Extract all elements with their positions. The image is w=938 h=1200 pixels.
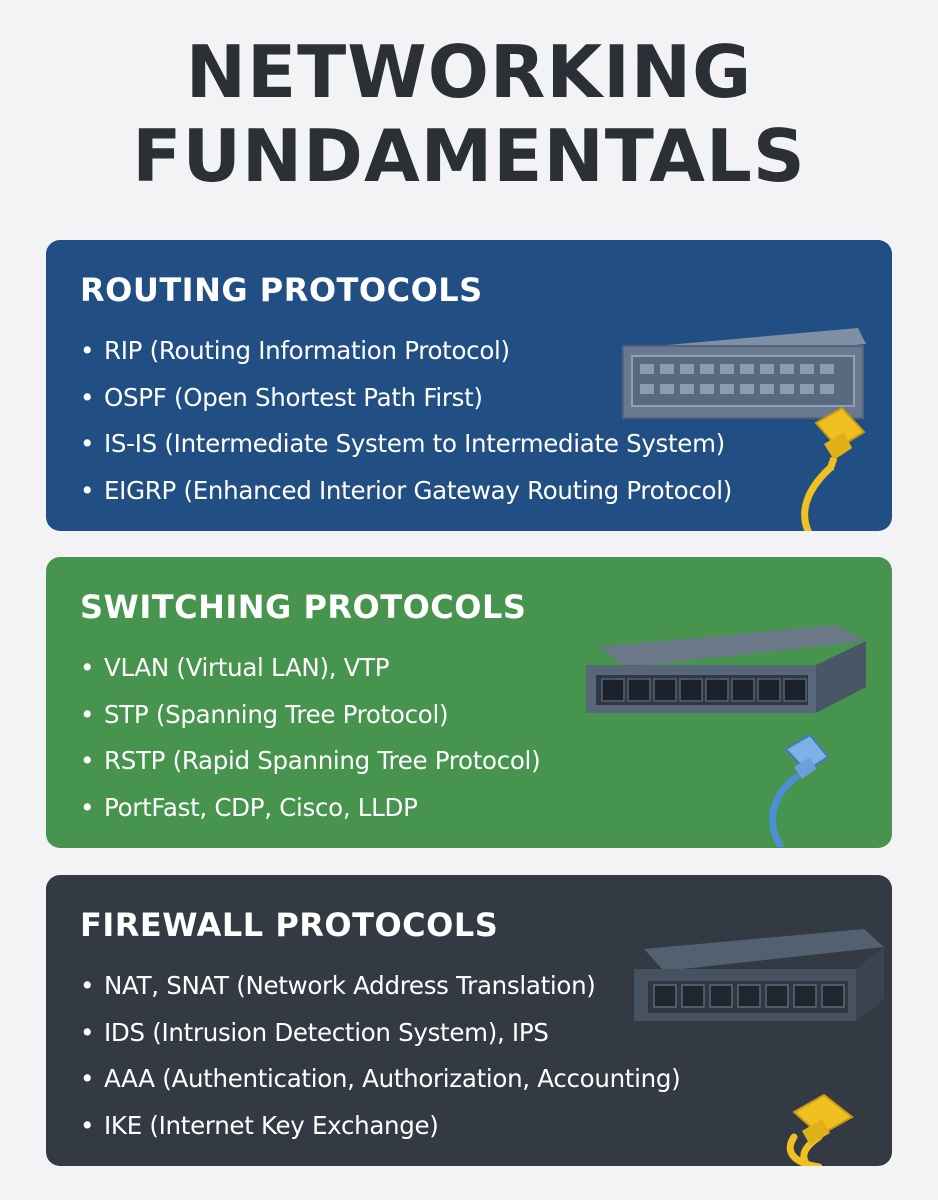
list-item-text: NAT, SNAT (Network Address Translation)	[104, 971, 596, 1000]
bullet-icon: •	[80, 1110, 95, 1140]
list-item: • RSTP (Rapid Spanning Tree Protocol)	[80, 738, 541, 785]
list-item-text: STP (Spanning Tree Protocol)	[104, 699, 449, 729]
card-heading: SWITCHING PROTOCOLS	[80, 588, 527, 626]
list-item: • PortFast, CDP, Cisco, LLDP	[80, 785, 540, 832]
bullet-icon: •	[80, 475, 95, 505]
protocol-list: • NAT, SNAT (Network Address Translation)…	[80, 963, 681, 1150]
list-item: • STP (Spanning Tree Protocol)	[80, 692, 540, 739]
protocol-list: • VLAN (Virtual LAN), VTP • STP (Spanning …	[80, 645, 541, 832]
page-title: NETWORKING FUNDAMENTALS	[0, 30, 938, 198]
network-switch-icon	[576, 617, 886, 847]
bullet-icon: •	[80, 792, 95, 822]
list-item-text: IKE (Internet Key Exchange)	[104, 1110, 439, 1140]
list-item-text: IDS (Intrusion Detection System), IPS	[104, 1017, 549, 1047]
list-item-text: RSTP (Rapid Spanning Tree Protocol)	[104, 746, 541, 775]
list-item-text: AAA (Authentication, Authorization, Acco…	[104, 1064, 681, 1093]
network-switch-icon	[594, 927, 892, 1166]
bullet-icon: •	[80, 1064, 95, 1093]
switching-protocols-card: SWITCHING PROTOCOLS • VLAN (Virtual LAN),…	[46, 557, 892, 848]
bullet-icon: •	[80, 746, 95, 775]
bullet-icon: •	[80, 699, 95, 729]
list-item: • EIGRP (Enhanced Interior Gateway Routin…	[80, 468, 732, 515]
page-title-line-2: FUNDAMENTALS	[132, 114, 806, 198]
list-item: • RIP (Routing Information Protocol)	[80, 328, 732, 375]
page-title-line-1: NETWORKING	[185, 30, 753, 114]
network-switch-icon	[608, 318, 888, 531]
bullet-icon: •	[80, 971, 95, 1000]
list-item: • NAT, SNAT (Network Address Translation)	[80, 963, 680, 1010]
list-item-text: OSPF (Open Shortest Path First)	[104, 382, 483, 412]
protocol-list: • RIP (Routing Information Protocol) • OSP…	[80, 328, 732, 514]
firewall-protocols-card: FIREWALL PROTOCOLS • NAT, SNAT (Network A…	[46, 875, 892, 1166]
card-heading: ROUTING PROTOCOLS	[80, 271, 483, 309]
list-item-text: EIGRP (Enhanced Interior Gateway Routing…	[104, 475, 732, 505]
list-item-text: VLAN (Virtual LAN), VTP	[104, 653, 390, 682]
bullet-icon: •	[80, 429, 95, 458]
list-item: • IKE (Internet Key Exchange)	[80, 1103, 680, 1150]
list-item: • VLAN (Virtual LAN), VTP	[80, 645, 540, 692]
list-item: • IS-IS (Intermediate System to Intermedi…	[80, 421, 732, 468]
bullet-icon: •	[80, 653, 95, 682]
routing-protocols-card: ROUTING PROTOCOLS • RIP (Routing Informat…	[46, 240, 892, 531]
list-item: • OSPF (Open Shortest Path First)	[80, 375, 732, 422]
bullet-icon: •	[80, 336, 95, 365]
list-item: • AAA (Authentication, Authorization, Acc…	[80, 1056, 681, 1103]
list-item: • IDS (Intrusion Detection System), IPS	[80, 1010, 680, 1057]
list-item-text: RIP (Routing Information Protocol)	[104, 336, 510, 365]
list-item-text: PortFast, CDP, Cisco, LLDP	[104, 792, 418, 822]
card-heading: FIREWALL PROTOCOLS	[80, 906, 499, 944]
bullet-icon: •	[80, 1017, 95, 1047]
bullet-icon: •	[80, 382, 95, 412]
list-item-text: IS-IS (Intermediate System to Intermedia…	[104, 429, 725, 458]
